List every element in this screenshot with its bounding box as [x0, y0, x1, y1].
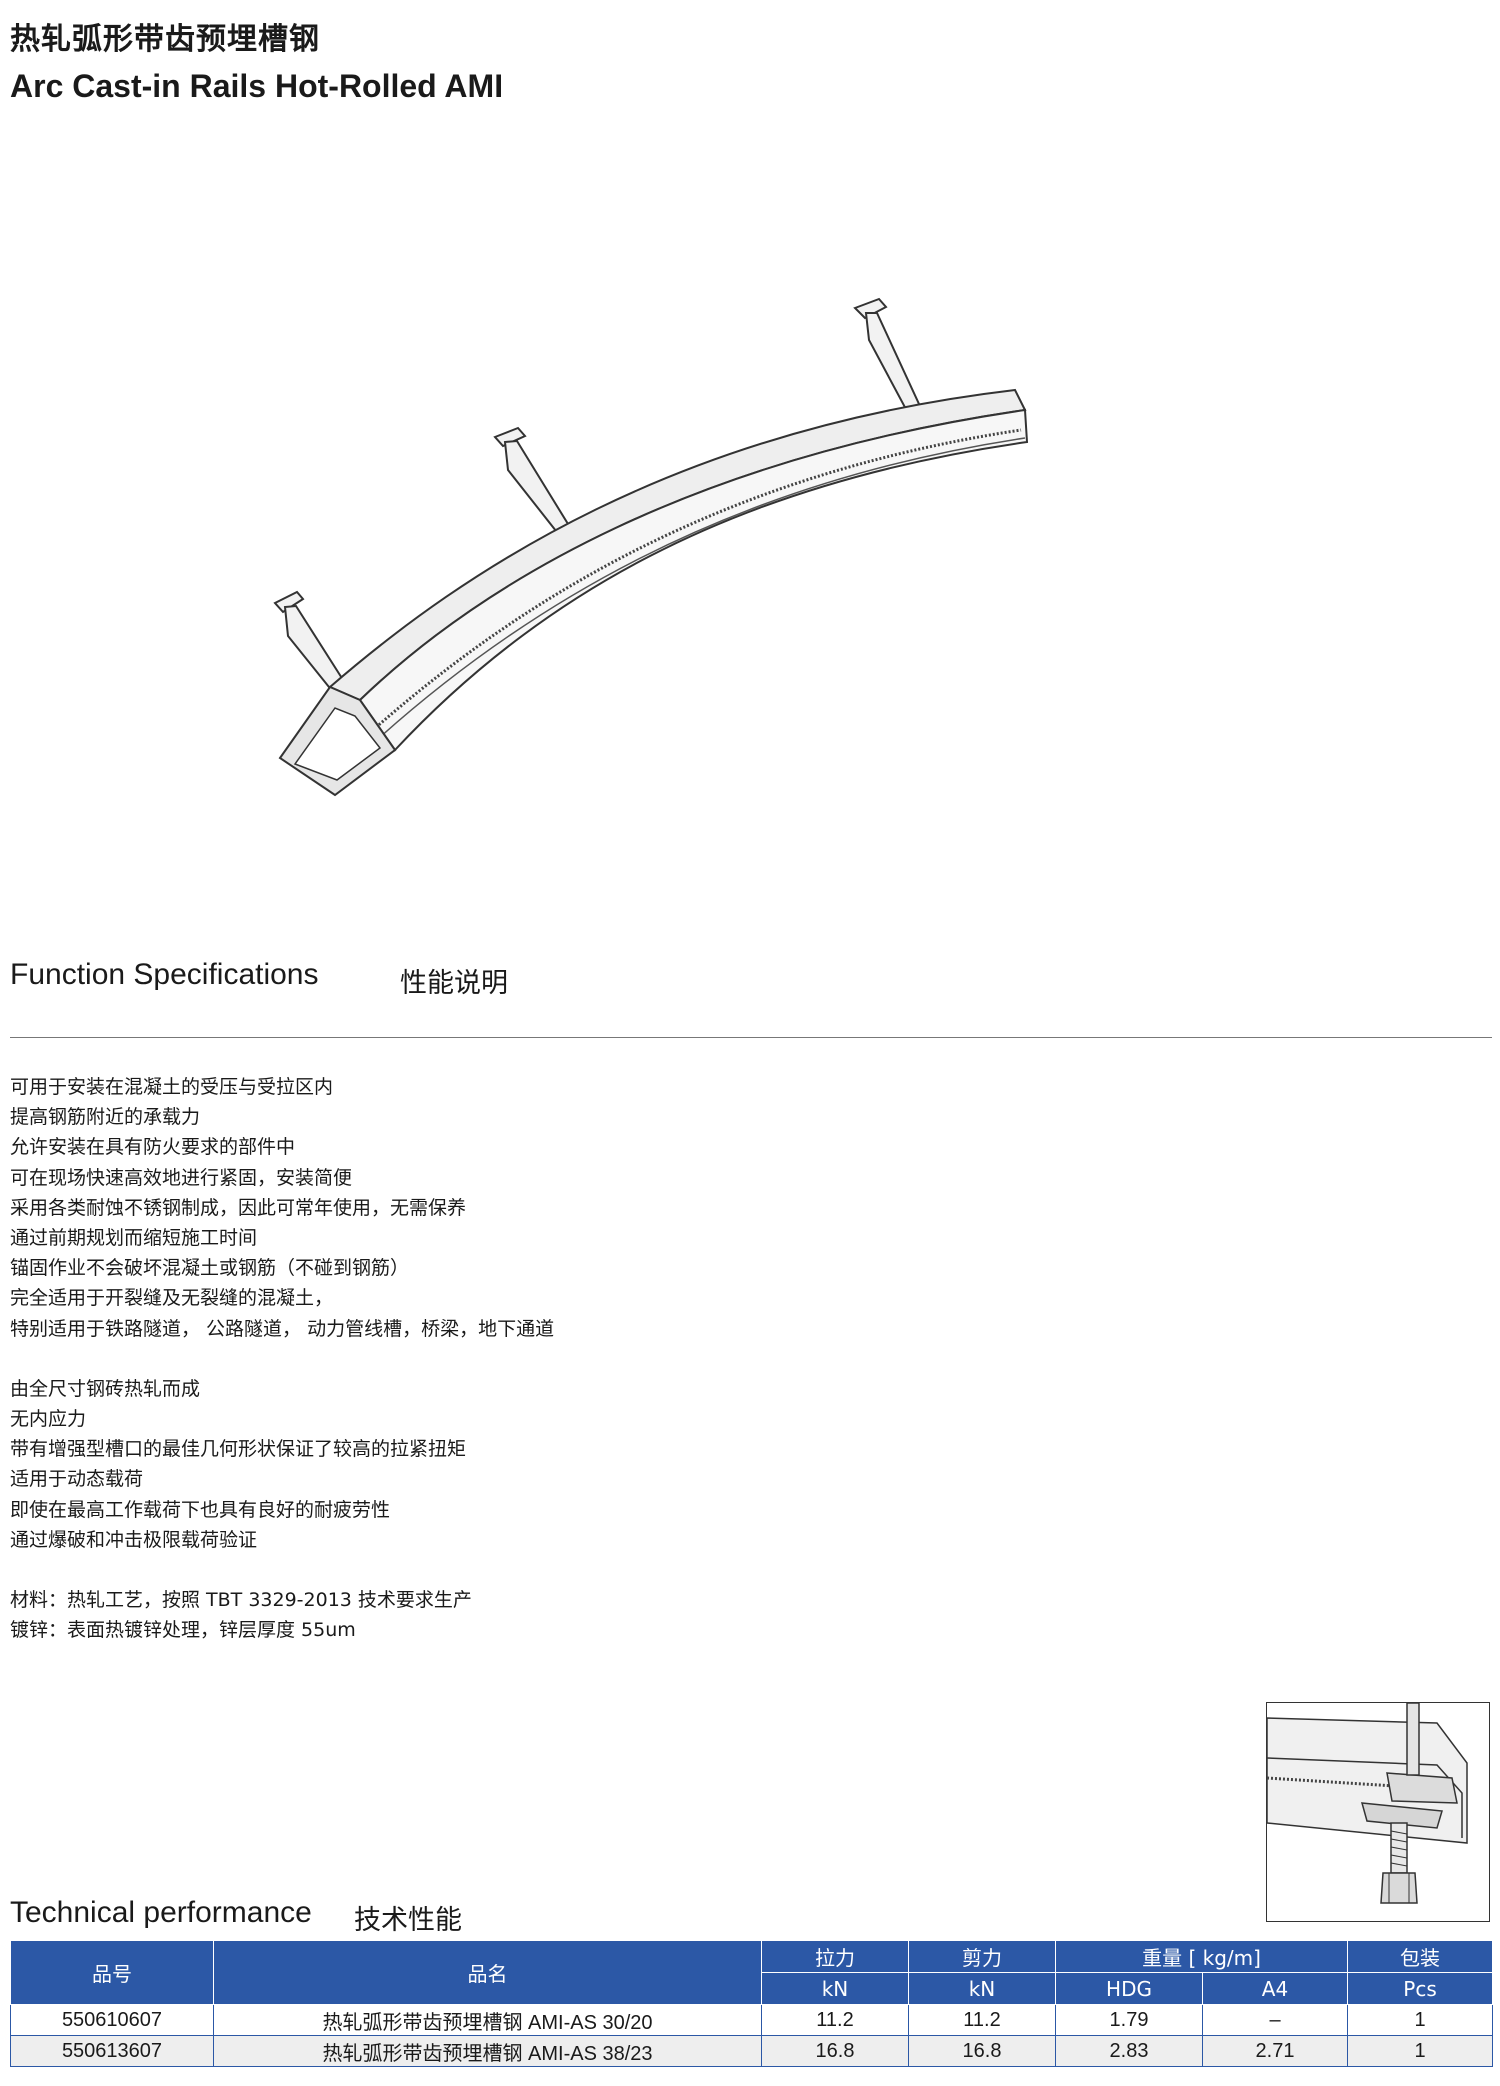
spec-line: 特别适用于铁路隧道， 公路隧道， 动力管线槽，桥梁，地下通道 [10, 1317, 555, 1340]
rail-detail-inset [1266, 1702, 1490, 1922]
spec-line: 提高钢筋附近的承载力 [10, 1106, 201, 1129]
spec-line: 镀锌：表面热镀锌处理，锌层厚度 55um [10, 1619, 356, 1642]
col-header-package: 包装 [1347, 1940, 1494, 1973]
spec-line: 可在现场快速高效地进行紧固，安装简便 [10, 1166, 353, 1189]
section-divider [10, 1037, 1492, 1038]
cell-code: 550613607 [10, 2035, 214, 2067]
spec-line: 完全适用于开裂缝及无裂缝的混凝土， [10, 1287, 334, 1310]
col-header-weight: 重量 [ kg/m] [1054, 1940, 1349, 1973]
unit-tension: kN [761, 1972, 909, 2005]
cell-tension: 16.8 [761, 2035, 909, 2067]
rail-front-face [358, 408, 1029, 752]
spec-line: 即使在最高工作载荷下也具有良好的耐疲劳性 [10, 1498, 391, 1521]
spec-line: 采用各类耐蚀不锈钢制成，因此可常年使用，无需保养 [10, 1196, 467, 1219]
cell-package: 1 [1347, 2004, 1494, 2036]
cell-code: 550610607 [10, 2004, 214, 2036]
rail-bolt-detail-illustration [1266, 1702, 1468, 1904]
function-spec-heading-en: Function Specifications [10, 958, 319, 991]
cell-a4: 2.71 [1201, 2035, 1349, 2067]
arc-rail-illustration [273, 297, 1029, 797]
spec-line: 允许安装在具有防火要求的部件中 [10, 1136, 296, 1159]
anchor-stem-middle [503, 439, 570, 538]
cell-package: 1 [1347, 2035, 1494, 2067]
unit-shear: kN [908, 1972, 1056, 2005]
cell-name: 热轧弧形带齿预埋槽钢 AMI-AS 30/20 [213, 2004, 762, 2036]
spacer [10, 1344, 554, 1374]
anchor-head-middle [493, 426, 527, 448]
anchor-head-left [273, 590, 305, 614]
cell-hdg: 1.79 [1055, 2004, 1203, 2036]
rail-slot-edge [378, 437, 1026, 739]
table-row: 550613607 热轧弧形带齿预埋槽钢 AMI-AS 38/23 16.8 1… [10, 2035, 1494, 2067]
rail-end-channel [293, 707, 382, 781]
unit-package: Pcs [1347, 1972, 1494, 2005]
spec-line: 锚固作业不会破坏混凝土或钢筋（不碰到钢筋） [10, 1257, 410, 1280]
table-row: 550610607 热轧弧形带齿预埋槽钢 AMI-AS 30/20 11.2 1… [10, 2004, 1494, 2036]
spec-line: 适用于动态载荷 [10, 1468, 144, 1491]
cell-shear: 16.8 [908, 2035, 1056, 2067]
spec-line: 通过爆破和冲击极限载荷验证 [10, 1528, 258, 1551]
anchor-stem-right [864, 312, 921, 415]
rail-teeth [372, 428, 1022, 732]
cell-a4: – [1201, 2004, 1349, 2036]
function-spec-list: 可用于安装在混凝土的受压与受拉区内 提高钢筋附近的承载力 允许安装在具有防火要求… [10, 1072, 554, 1646]
page-title-en: Arc Cast-in Rails Hot-Rolled AMI [10, 68, 504, 104]
table-unit-row: kN kN HDG A4 Pcs [11, 1972, 1494, 2005]
page-title-cn: 热轧弧形带齿预埋槽钢 [10, 22, 320, 57]
spec-line: 材料：热轧工艺，按照 TBT 3329-2013 技术要求生产 [10, 1589, 472, 1612]
unit-hdg: HDG [1055, 1972, 1203, 2005]
spec-line: 带有增强型槽口的最佳几何形状保证了较高的拉紧扭矩 [10, 1438, 467, 1461]
unit-a4: A4 [1201, 1972, 1349, 2005]
spacer [10, 1555, 554, 1585]
technical-heading-en: Technical performance [10, 1896, 312, 1929]
cell-shear: 11.2 [908, 2004, 1056, 2036]
cell-tension: 11.2 [761, 2004, 909, 2036]
technical-heading-cn: 技术性能 [354, 1905, 462, 1936]
function-spec-heading-cn: 性能说明 [400, 968, 508, 999]
col-header-shear: 剪力 [908, 1940, 1056, 1973]
col-header-tension: 拉力 [761, 1940, 909, 1973]
technical-performance-table: 品号 品名 拉力 剪力 重量 [ kg/m] 包装 kN kN HDG A4 P… [10, 1940, 1494, 2067]
spec-line: 由全尺寸钢砖热轧而成 [10, 1377, 201, 1400]
anchor-head-right [853, 297, 888, 320]
spec-line: 可用于安装在混凝土的受压与受拉区内 [10, 1076, 334, 1098]
cell-hdg: 2.83 [1055, 2035, 1203, 2067]
col-header-code: 品号 [10, 1940, 214, 2005]
cell-name: 热轧弧形带齿预埋槽钢 AMI-AS 38/23 [213, 2035, 762, 2067]
col-header-name: 品名 [213, 1940, 762, 2005]
spec-line: 通过前期规划而缩短施工时间 [10, 1226, 258, 1249]
spec-line: 无内应力 [10, 1408, 87, 1431]
table-header-row: 品号 品名 拉力 剪力 重量 [ kg/m] 包装 [10, 1940, 1494, 2005]
